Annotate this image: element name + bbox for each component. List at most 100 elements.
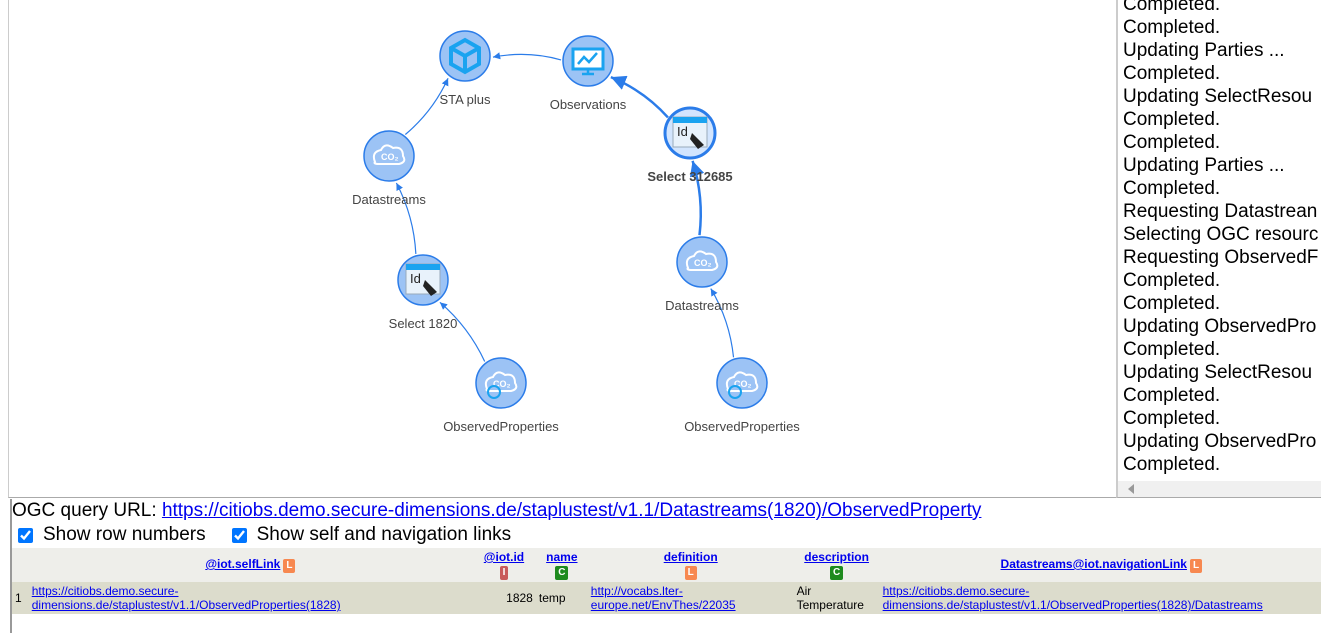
graph-edge [610,75,669,119]
type-badge: I [499,566,509,580]
query-url-link[interactable]: https://citiobs.demo.secure-dimensions.d… [161,500,982,521]
graph-node-sta[interactable]: STA plus [439,30,491,107]
node-label: Datastreams [665,298,739,313]
graph-node-ds2[interactable]: CO₂ Datastreams [665,236,739,313]
show-links-checkbox[interactable] [231,527,247,543]
column-sort-link[interactable]: description [804,550,869,564]
show-row-numbers-checkbox[interactable] [18,527,33,543]
results-panel: OGC query URL: https://citiobs.demo.secu… [10,499,1321,633]
log-line: Requesting Datastrean [1123,201,1318,222]
svg-text:CO₂: CO₂ [381,152,399,162]
log-line: Completed. [1123,132,1221,153]
log-line: Updating ObservedPro [1123,316,1317,337]
log-line: Updating SelectResou [1123,86,1313,107]
svg-text:CO₂: CO₂ [493,379,511,389]
cell-selfLink: https://citiobs.demo.secure-dimensions.d… [28,582,473,614]
column-sort-link[interactable]: @iot.id [483,550,525,564]
log-line: Requesting ObservedF [1123,247,1319,268]
graph-node-op1[interactable]: CO₂ ObservedProperties [443,357,559,434]
cell-description: Air Temperature [793,582,880,614]
log-line: Selecting OGC resourc [1123,224,1319,245]
horizontal-scrollbar[interactable] [1118,481,1321,497]
graph-node-obs[interactable]: Observations [550,35,627,112]
column-sort-link[interactable]: Datastreams@iot.navigationLink [1000,557,1187,571]
graph-edge [395,182,417,254]
log-line: Completed. [1123,385,1221,406]
node-label: Observations [550,97,627,112]
query-url-line: OGC query URL: https://citiobs.demo.secu… [12,500,1321,522]
type-badge: L [283,559,296,573]
row-number-header [12,548,29,582]
type-badge: L [1189,559,1203,573]
graph-edge [689,160,705,236]
svg-text:CO₂: CO₂ [734,379,752,389]
log-line: Completed. [1123,408,1221,429]
monitor-chart-icon [571,47,605,76]
log-line: Completed. [1123,0,1221,15]
graph-edge [710,288,735,358]
column-sort-link[interactable]: name [546,550,578,564]
cell-definition: http://vocabs.lter-europe.net/EnvThes/22… [587,582,794,614]
co2-search-icon: CO₂ [725,371,759,399]
co2-search-icon: CO₂ [484,371,518,399]
type-badge: C [555,566,569,580]
graph-edge [404,78,449,135]
log-panel: Completed.Completed.Updating Parties ...… [1116,0,1321,498]
log-line: Updating SelectResou [1123,362,1313,383]
cell-link[interactable]: http://vocabs.lter-europe.net/EnvThes/22… [590,584,736,612]
cell-name: temp [535,582,588,614]
log-line: Completed. [1123,293,1221,314]
log-line: Completed. [1123,109,1221,130]
log-line: Completed. [1123,270,1221,291]
node-label: ObservedProperties [684,419,800,434]
graph-edge [439,301,486,362]
show-row-numbers-option[interactable]: Show row numbers [12,524,206,546]
log-lines: Completed.Completed.Updating Parties ...… [1123,0,1318,476]
log-line: Completed. [1123,454,1221,475]
type-badge: C [829,566,844,580]
log-line: Completed. [1123,17,1221,38]
node-label: ObservedProperties [443,419,559,434]
show-links-label: Show self and navigation links [256,524,512,545]
column-sort-link[interactable]: definition [663,550,718,564]
query-url-label: OGC query URL: [12,500,162,521]
graph-node-ds1[interactable]: CO₂ Datastreams [352,130,426,207]
node-label: Select 312685 [647,169,732,184]
node-label: STA plus [439,92,491,107]
table-select-icon: Id [405,263,441,296]
show-row-numbers-label: Show row numbers [43,524,206,545]
node-label: Select 1820 [389,316,458,331]
log-line: Completed. [1123,178,1221,199]
co2-clouds-icon: CO₂ [685,250,719,271]
cell-id: 1828 [472,582,536,614]
cell-link[interactable]: https://citiobs.demo.secure-dimensions.d… [31,584,341,612]
log-line: Updating Parties ... [1123,40,1285,61]
graph-edge [492,52,562,61]
table-select-icon: Id [672,116,708,149]
log-line: Completed. [1123,63,1221,84]
column-sort-link[interactable]: @iot.selfLink [205,557,281,571]
graph-node-op2[interactable]: CO₂ ObservedProperties [684,357,800,434]
show-links-option[interactable]: Show self and navigation links [226,524,512,546]
log-line: Completed. [1123,339,1221,360]
co2-clouds-icon: CO₂ [372,144,406,165]
scroll-left-icon[interactable] [1128,484,1134,494]
cell-nav: https://citiobs.demo.secure-dimensions.d… [879,582,1321,614]
type-badge: L [684,566,697,580]
cell-num: 1 [12,582,29,614]
node-label: Datastreams [352,192,426,207]
cell-link[interactable]: https://citiobs.demo.secure-dimensions.d… [882,584,1263,612]
log-line: Updating Parties ... [1123,155,1285,176]
